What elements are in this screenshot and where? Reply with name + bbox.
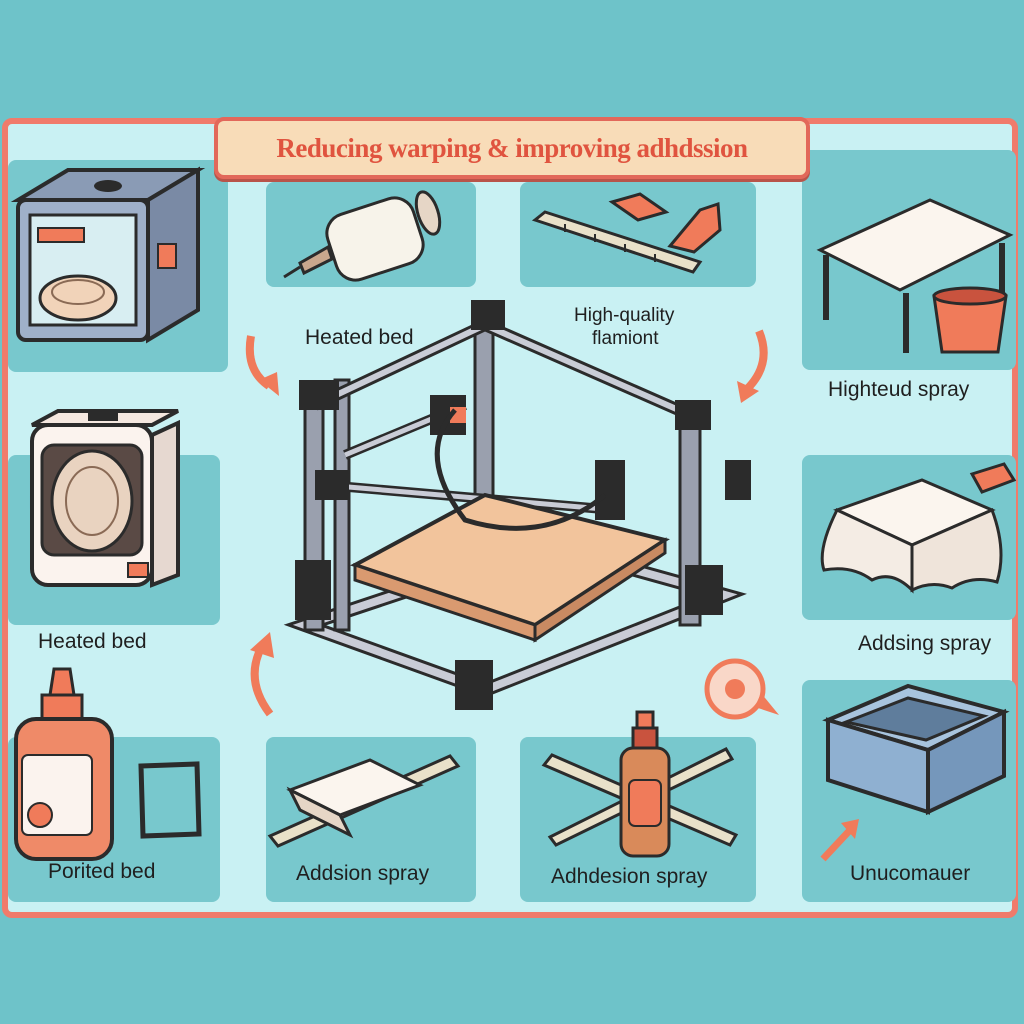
bin-icon (932, 286, 1008, 354)
arrow-icon (737, 329, 768, 403)
bin-icon (969, 462, 1017, 494)
diagram-title: Reducing warping & improving adhdssion (214, 117, 810, 179)
box-icon (822, 683, 1010, 816)
label-addsing-spray: Addsing spray (858, 632, 992, 655)
spray-bottle-icon (619, 710, 671, 858)
enclosure-icon (10, 166, 206, 344)
glue-bottle-icon (14, 667, 114, 861)
label-heated-bed-top: Heated bed (305, 326, 414, 349)
printer-icon (283, 300, 751, 710)
frame-icon (138, 761, 202, 839)
ruler-icon (531, 210, 703, 274)
label-unucomauer: Unucomauer (850, 862, 971, 885)
arrow-icon (820, 819, 859, 862)
label-porited-bed: Porited bed (48, 860, 156, 883)
dry-box-icon (30, 409, 180, 588)
arrow-icon (245, 335, 279, 396)
cloth-icon (820, 478, 1003, 594)
label-high-quality-filament-1: High-quality (574, 305, 675, 326)
filament-spool-icon (283, 190, 442, 282)
label-high-quality-filament-2: flamiont (592, 328, 659, 349)
arrow-icon (704, 658, 779, 720)
scraper-icon (608, 192, 722, 254)
label-highteud-spray: Highteud spray (828, 378, 970, 401)
label-adhdesion-spray: Adhdesion spray (551, 865, 708, 888)
label-addsion-spray: Addsion spray (296, 862, 430, 885)
arrow-icon (250, 632, 274, 717)
table-icon (816, 198, 1014, 353)
label-heated-bed-left: Heated bed (38, 630, 147, 653)
bed-sheet-icon (267, 754, 461, 848)
